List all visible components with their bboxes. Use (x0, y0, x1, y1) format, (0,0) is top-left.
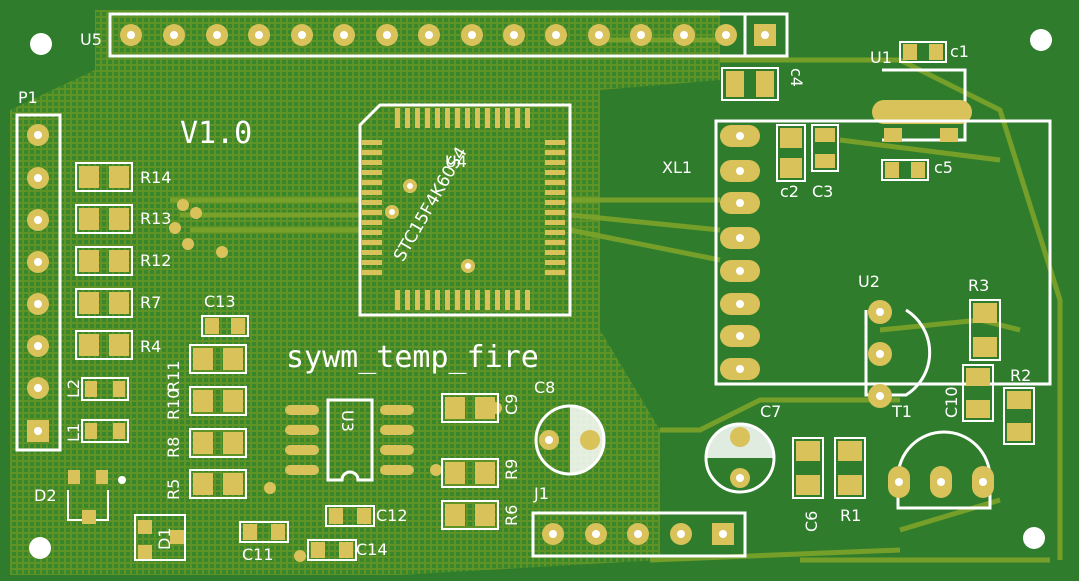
mounting-holes (29, 29, 1052, 559)
label-r10: R10 (164, 388, 183, 420)
label-r9: R9 (502, 458, 521, 480)
label-l2: L2 (64, 378, 83, 398)
label-r14: R14 (140, 168, 172, 187)
j1-drills (549, 530, 727, 538)
label-c9: C9 (502, 393, 521, 415)
label-c4: c4 (787, 68, 806, 87)
c7-capacitor (704, 422, 776, 494)
label-p1: P1 (18, 88, 38, 107)
label-c6: C6 (802, 510, 821, 532)
label-u4: U4 (445, 152, 467, 171)
label-c11: C11 (242, 545, 274, 564)
label-xl1: XL1 (662, 158, 693, 177)
c2-c3 (776, 124, 839, 182)
label-l1: L1 (64, 422, 83, 442)
label-u2: U2 (858, 272, 880, 291)
top-right-parts (721, 41, 972, 181)
t1-transistor (888, 430, 994, 510)
label-c2: c2 (780, 182, 799, 201)
label-c5: c5 (934, 158, 953, 177)
label-r13: R13 (140, 209, 172, 228)
label-c12: C12 (376, 506, 408, 525)
label-d2: D2 (34, 486, 57, 505)
xl1-pins (720, 125, 760, 380)
copper-traces (170, 37, 1063, 563)
label-c10: C10 (942, 386, 961, 418)
label-r12: R12 (140, 251, 172, 270)
label-u5: U5 (80, 30, 102, 49)
r3-c10-r2 (962, 299, 1035, 445)
label-version: V1.0 (180, 116, 253, 151)
xl1-module (714, 119, 1052, 386)
left-resistors (75, 162, 133, 360)
mid-passives (239, 393, 499, 561)
label-c7: C7 (760, 402, 782, 421)
label-u1: U1 (870, 48, 892, 67)
u5-header (108, 12, 789, 58)
u3-chip (285, 398, 414, 482)
label-c13: C13 (204, 292, 236, 311)
c6-r1 (792, 437, 866, 499)
label-r3: R3 (968, 276, 990, 295)
u5-drills (127, 31, 769, 39)
label-c3: C3 (812, 182, 834, 201)
label-c8: C8 (534, 378, 556, 397)
label-r5: R5 (164, 478, 183, 500)
u4-chip (358, 103, 572, 317)
j1-header (531, 511, 747, 558)
label-j1: J1 (534, 484, 549, 503)
mid-left-passives (189, 315, 249, 499)
p1-drills (34, 131, 42, 435)
label-r6: R6 (502, 504, 521, 526)
label-r2: R2 (1010, 366, 1032, 385)
label-c1: c1 (950, 42, 969, 61)
label-u3: U3 (338, 410, 357, 432)
label-r11: R11 (164, 360, 183, 392)
p1-header (15, 113, 62, 452)
label-c14: C14 (356, 540, 388, 559)
label-title: sywm_temp_fire (286, 340, 539, 375)
diodes (67, 470, 186, 561)
label-r7: R7 (140, 293, 162, 312)
label-t1: T1 (892, 402, 912, 421)
inductors (81, 377, 129, 443)
xl1-drills (736, 132, 744, 373)
label-r4: R4 (140, 337, 162, 356)
c8-capacitor (534, 404, 606, 476)
u2-sensor (864, 300, 932, 408)
label-d1: D1 (155, 527, 174, 551)
label-r1: R1 (840, 506, 862, 525)
label-r8: R8 (164, 436, 183, 458)
